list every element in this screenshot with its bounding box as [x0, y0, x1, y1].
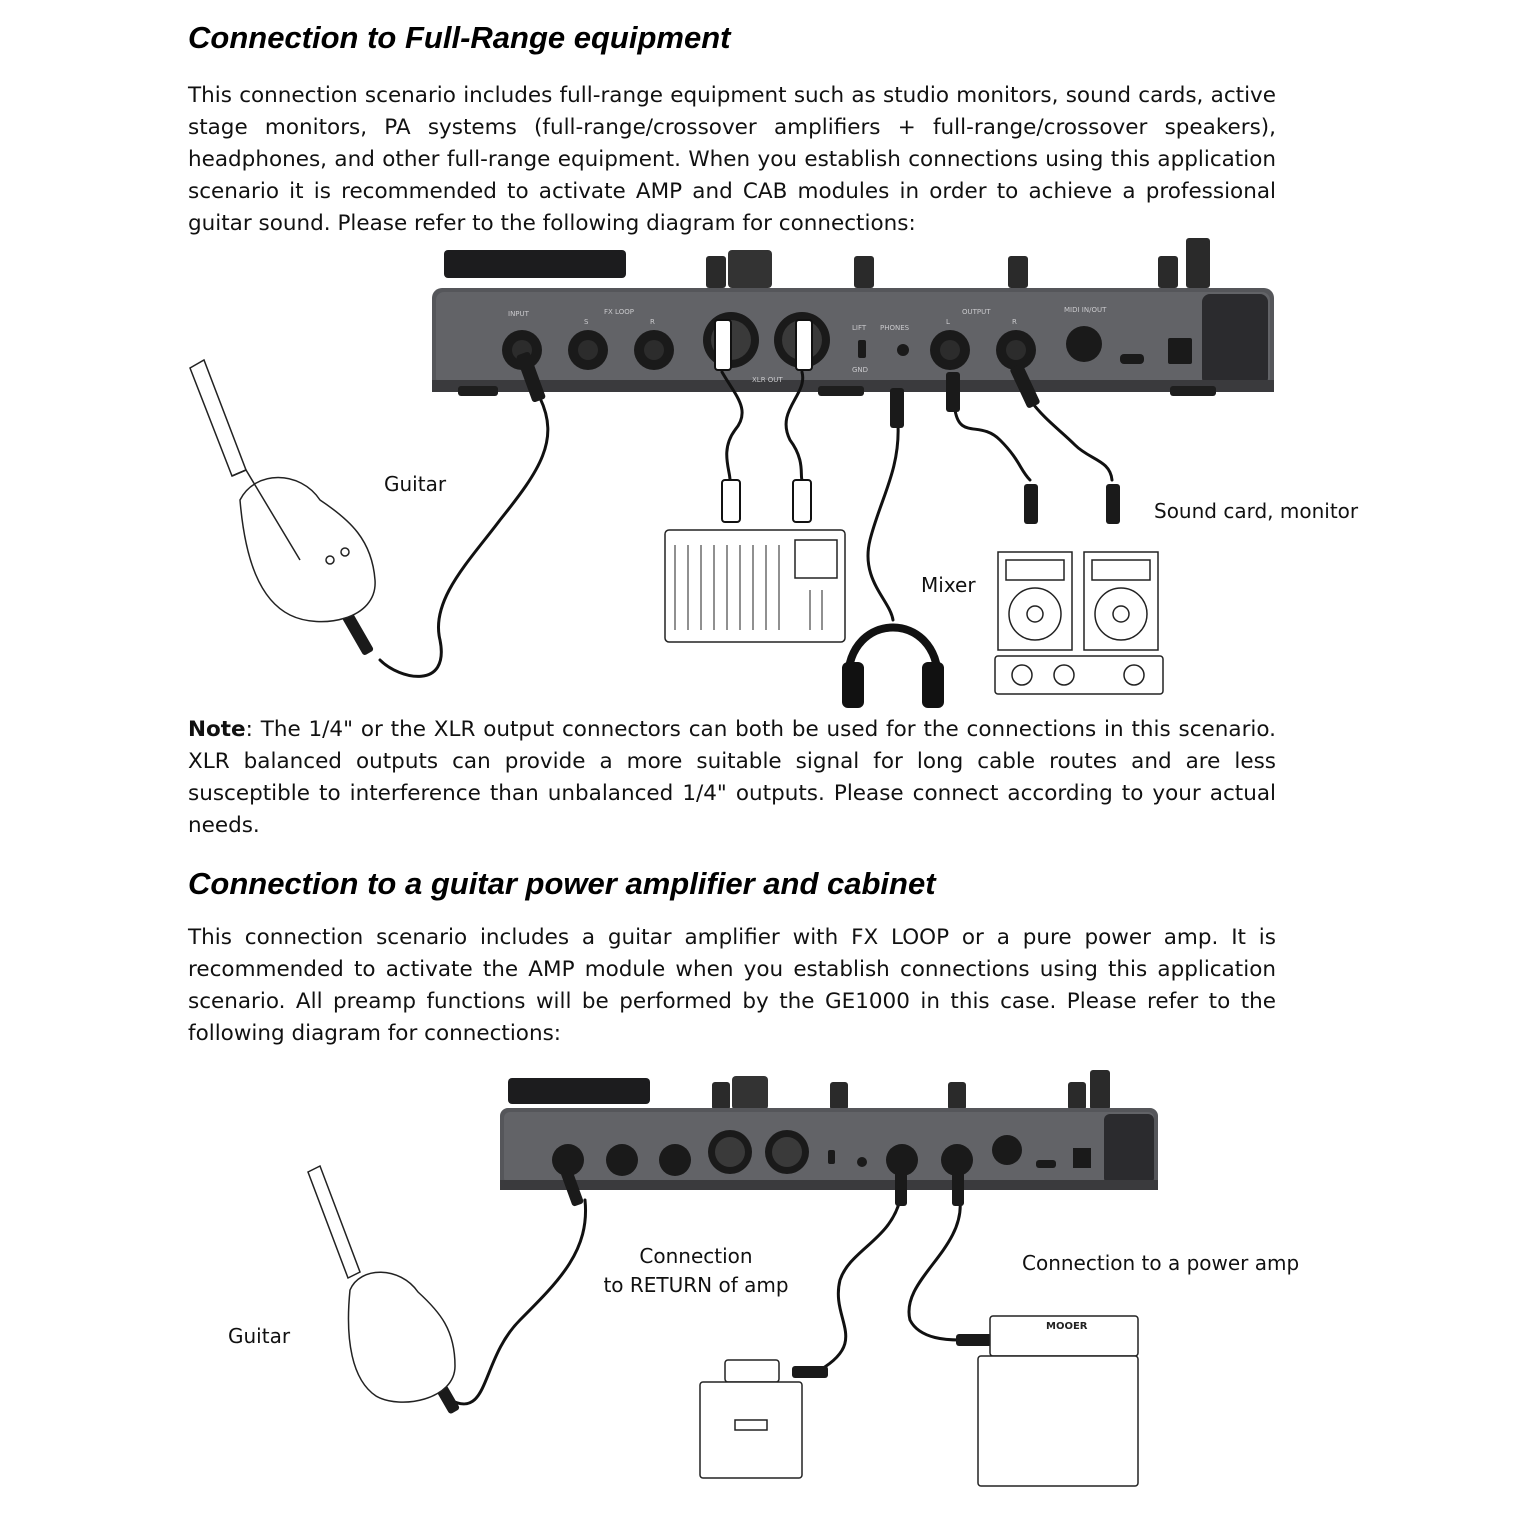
- power-port-icon: [1168, 338, 1192, 364]
- section1-paragraph: This connection scenario includes full-r…: [188, 83, 1276, 236]
- midi-port-icon: [1066, 326, 1102, 362]
- guitar-amp-cabinet-icon: [699, 1359, 803, 1479]
- panel-gnd-label: GND: [852, 366, 868, 374]
- expression-pedal-icon-2: [508, 1078, 650, 1104]
- headphone-cable: [866, 423, 900, 622]
- footswitches-icon: [706, 238, 1210, 288]
- expression-pedal-icon: [444, 250, 626, 278]
- xlr-cable-left: [720, 370, 744, 482]
- guitar-cable: [378, 396, 550, 678]
- return-connection-label: Connection to RETURN of amp: [598, 1242, 794, 1300]
- panel-phones-label: PHONES: [880, 324, 910, 332]
- section2-heading: Connection to a guitar power amplifier a…: [188, 866, 936, 901]
- full-range-connection-diagram: INPUT FX LOOP S R XLR OUT LIFT GND PHONE…: [189, 238, 1274, 708]
- fx-send-jack-icon: [568, 330, 608, 370]
- soundcard-monitor-label: Sound card, monitor: [1154, 499, 1359, 523]
- panel-midi-label: MIDI IN/OUT: [1064, 306, 1107, 314]
- panel-lift-label: LIFT: [852, 324, 867, 332]
- footswitches-icon-2: [712, 1070, 1110, 1110]
- power-amp-icon: [977, 1315, 1139, 1487]
- guitar-label-2: Guitar: [228, 1324, 291, 1348]
- power-amp-brand: MOOER: [1046, 1321, 1088, 1332]
- panel-return-label: R: [650, 318, 655, 326]
- section2-paragraph: This connection scenario includes a guit…: [188, 925, 1276, 1046]
- return-label-line1: Connection: [639, 1244, 753, 1268]
- output-right-cable: [1028, 398, 1114, 482]
- panel-input-label: INPUT: [508, 310, 530, 318]
- section1-heading: Connection to Full-Range equipment: [188, 20, 731, 55]
- output-left-jack-icon: [930, 330, 970, 370]
- mixer-label: Mixer: [921, 573, 976, 597]
- mixer-faders: [674, 545, 823, 630]
- studio-monitor-left-icon: [997, 551, 1073, 651]
- power-amp-cable: [907, 1198, 962, 1342]
- panel-send-label: S: [584, 318, 589, 326]
- note-paragraph: Note: The 1/4" or the XLR output connect…: [188, 714, 1276, 842]
- panel-output-label: OUTPUT: [962, 308, 991, 316]
- guitar-icon-2: [307, 1164, 456, 1403]
- guitar-cable-2: [448, 1198, 588, 1406]
- panel-left-label: L: [946, 318, 950, 326]
- headphones-icon: [842, 623, 944, 708]
- fx-return-jack-icon: [634, 330, 674, 370]
- usb-port-icon: [1120, 354, 1144, 364]
- xlr-cable-right: [784, 370, 805, 482]
- guitar-icon: [189, 358, 376, 623]
- guitar-label-1: Guitar: [384, 472, 447, 496]
- return-cable: [818, 1198, 902, 1372]
- note-label: Note: [188, 717, 246, 742]
- note-text: : The 1/4" or the XLR output connectors …: [188, 717, 1276, 838]
- mixer-icon: [664, 529, 846, 643]
- panel-xlrout-label: XLR OUT: [752, 376, 783, 384]
- ground-lift-switch-icon: [858, 340, 866, 358]
- output-right-jack-icon: [996, 330, 1036, 370]
- power-amp-label: Connection to a power amp: [1022, 1251, 1300, 1275]
- phones-jack-icon: [897, 344, 909, 356]
- panel-right-label: R: [1012, 318, 1017, 326]
- return-label-line2: to RETURN of amp: [603, 1273, 789, 1297]
- studio-monitor-right-icon: [1083, 551, 1159, 651]
- sound-card-icon: [994, 655, 1164, 695]
- output-left-cable: [953, 408, 1032, 482]
- panel-fxloop-label: FX LOOP: [604, 308, 634, 316]
